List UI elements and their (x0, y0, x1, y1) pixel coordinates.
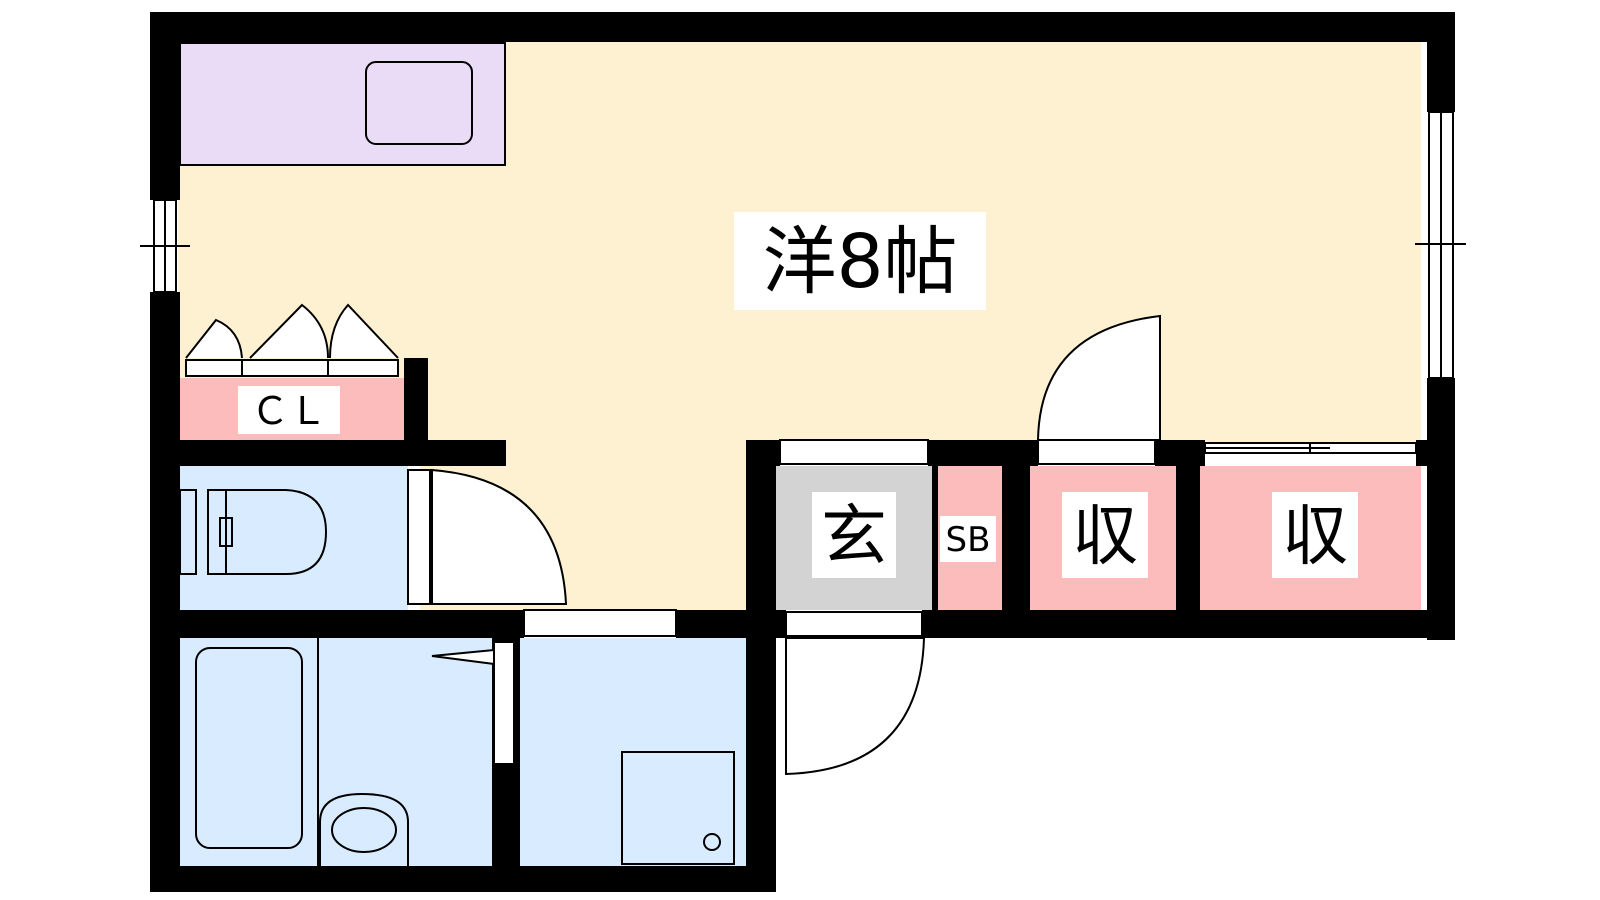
washing-machine-pan (621, 751, 735, 865)
entrance-label: 玄 (821, 498, 887, 575)
closet-folding-doors (185, 303, 399, 377)
toilet-room-floor (178, 466, 408, 610)
storage-1-label-bg (1062, 492, 1148, 578)
entrance-label-bg (812, 492, 896, 578)
washroom-door (523, 609, 677, 637)
bathtub (195, 638, 319, 866)
bath-door (431, 641, 515, 765)
storage-2-sliding-door (1204, 442, 1417, 454)
walls (150, 12, 1455, 892)
toilet-fixture (179, 489, 328, 575)
main-room-label-bg (734, 212, 986, 310)
storage-1-header (1037, 439, 1156, 465)
storage-2-label: 収 (1282, 498, 1348, 575)
entrance-door (785, 611, 926, 776)
wash-basin (319, 792, 409, 866)
bath-room-floor (178, 638, 495, 866)
window-left (140, 199, 190, 293)
main-room-label: 洋8帖 (762, 219, 957, 305)
shoe-box-label: SB (946, 520, 991, 560)
storage-2-label-bg (1272, 492, 1358, 578)
storage-1-label: 収 (1072, 498, 1138, 575)
shoe-box-label-bg (940, 516, 996, 562)
storage-1-door (1036, 314, 1161, 441)
closet-label: ＣＬ (251, 389, 327, 433)
toilet-door (407, 468, 568, 605)
kitchen-sink (365, 61, 473, 145)
entrance-header (779, 439, 929, 465)
window-right (1415, 111, 1466, 379)
closet-label-bg (238, 386, 340, 434)
